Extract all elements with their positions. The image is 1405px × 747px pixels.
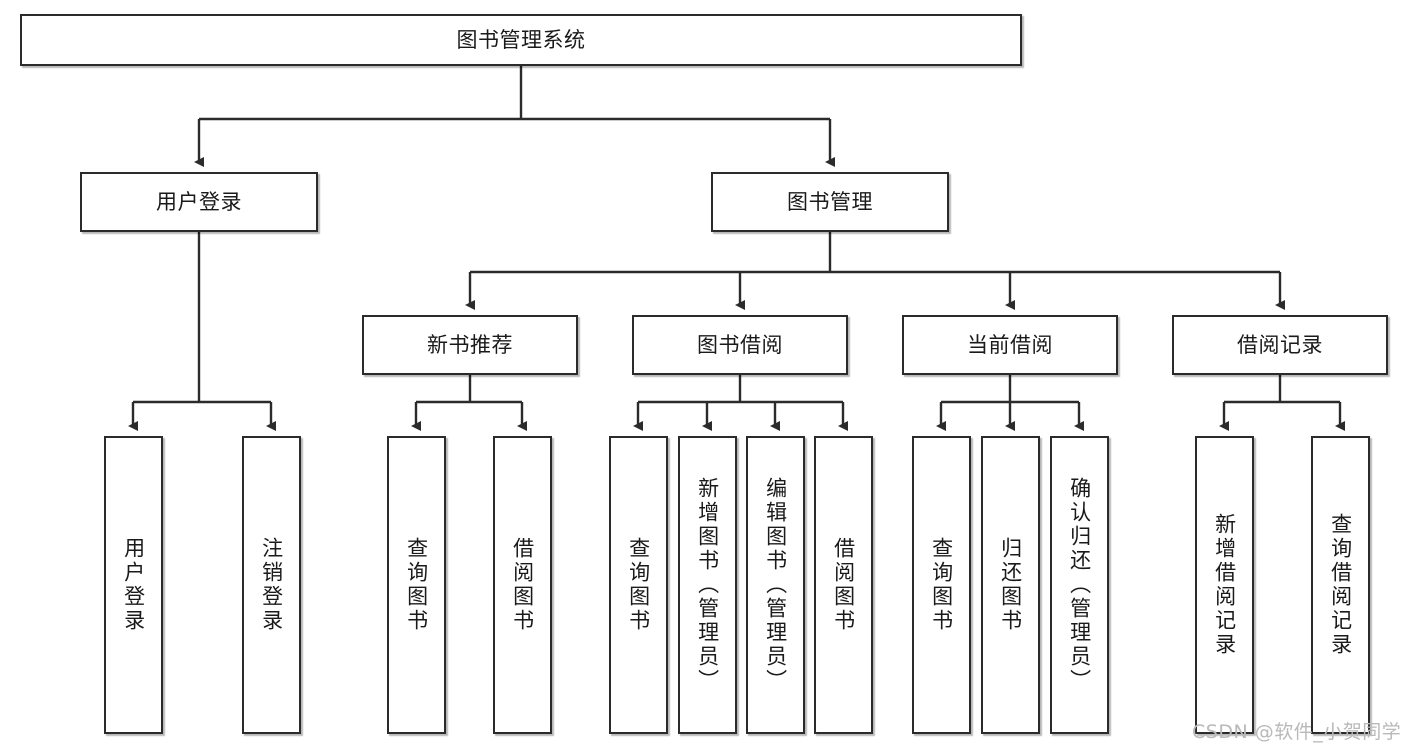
node-label: 查询借阅记录 [1328, 513, 1353, 657]
node-root-book-management-system[interactable]: 图书管理系统 [20, 14, 1022, 66]
node-label: 新增借阅记录 [1212, 513, 1237, 657]
node-label: 新增图书（管理员） [695, 477, 720, 693]
node-label: 图书借阅 [697, 332, 783, 357]
node-label: 归还图书 [998, 537, 1023, 633]
node-label: 借阅图书 [831, 537, 856, 633]
leaf-borrow-book-recommend[interactable]: 借阅图书 [493, 436, 552, 734]
node-book-borrow[interactable]: 图书借阅 [632, 315, 848, 375]
leaf-borrow-book[interactable]: 借阅图书 [814, 436, 873, 734]
leaf-user-login[interactable]: 用户登录 [104, 436, 163, 734]
leaf-user-logout[interactable]: 注销登录 [242, 436, 301, 734]
node-label: 图书管理 [787, 189, 873, 214]
node-label: 借阅记录 [1237, 332, 1323, 357]
leaf-query-book-recommend[interactable]: 查询图书 [387, 436, 446, 734]
node-current-borrow[interactable]: 当前借阅 [902, 315, 1118, 375]
node-label: 图书管理系统 [456, 27, 586, 52]
leaf-query-book-current[interactable]: 查询图书 [912, 436, 971, 734]
node-book-management[interactable]: 图书管理 [711, 172, 949, 232]
node-label: 新书推荐 [427, 332, 513, 357]
node-label: 借阅图书 [510, 537, 535, 633]
leaf-add-borrow-record[interactable]: 新增借阅记录 [1195, 436, 1254, 734]
leaf-edit-book-admin[interactable]: 编辑图书（管理员） [746, 436, 805, 734]
node-label: 查询图书 [626, 537, 651, 633]
node-label: 编辑图书（管理员） [763, 477, 788, 693]
node-label: 注销登录 [259, 537, 284, 633]
leaf-return-book[interactable]: 归还图书 [981, 436, 1040, 734]
node-user-login[interactable]: 用户登录 [80, 172, 318, 232]
leaf-query-book-borrow[interactable]: 查询图书 [609, 436, 668, 734]
node-borrow-record[interactable]: 借阅记录 [1172, 315, 1388, 375]
node-new-book-recommend[interactable]: 新书推荐 [362, 315, 578, 375]
leaf-confirm-return-admin[interactable]: 确认归还（管理员） [1050, 436, 1109, 734]
node-label: 查询图书 [929, 537, 954, 633]
node-label: 当前借阅 [967, 332, 1053, 357]
leaf-query-borrow-record[interactable]: 查询借阅记录 [1311, 436, 1370, 734]
node-label: 用户登录 [121, 537, 146, 633]
leaf-add-book-admin[interactable]: 新增图书（管理员） [678, 436, 737, 734]
node-label: 确认归还（管理员） [1067, 477, 1092, 693]
node-label: 用户登录 [156, 189, 242, 214]
node-label: 查询图书 [404, 537, 429, 633]
